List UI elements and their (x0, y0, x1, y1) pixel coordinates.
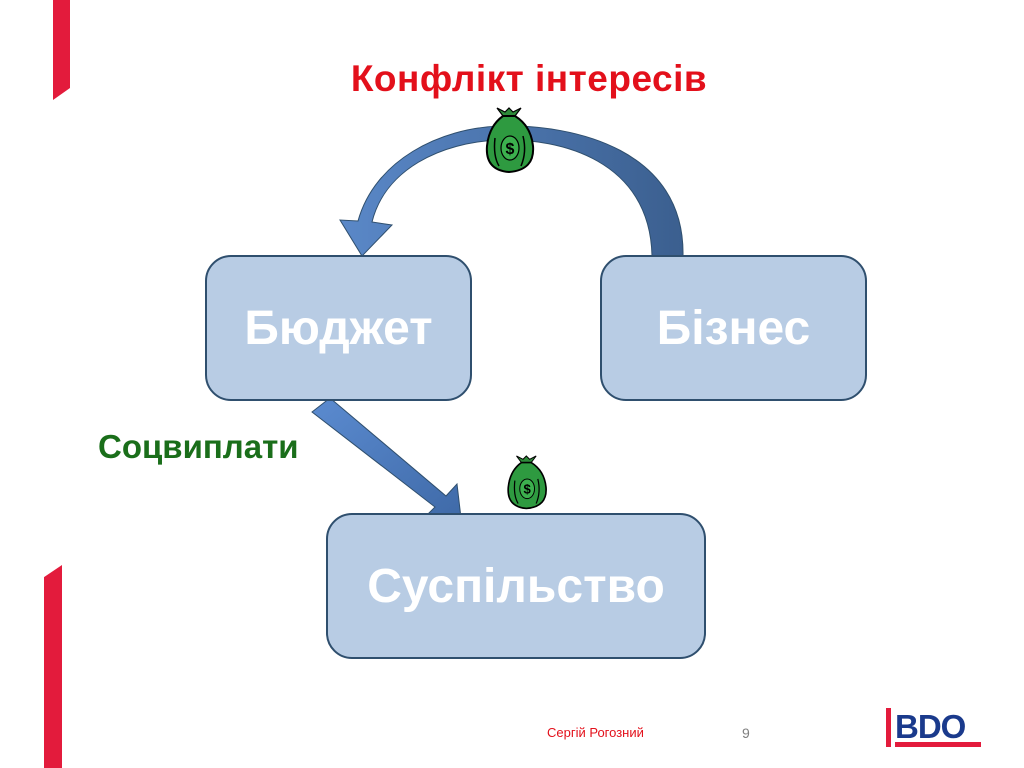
footer-author: Сергій Рогозний (547, 725, 644, 740)
node-budget: Бюджет (205, 255, 472, 401)
curved-arrow-business-to-budget (339, 125, 684, 257)
decorative-red-bar-bottom (44, 565, 62, 768)
logo-red-stroke (886, 708, 891, 747)
decorative-red-bar-top (53, 0, 70, 100)
node-society-label: Суспільство (367, 559, 665, 613)
logo-text: BDO (895, 708, 966, 745)
svg-text:$: $ (506, 141, 515, 158)
arrow-budget-to-society (311, 397, 462, 519)
money-bag-icon-top: $ (485, 107, 535, 174)
node-business: Бізнес (600, 255, 867, 401)
bdo-logo: BDO (883, 706, 983, 750)
slide-title: Конфлікт інтересів (350, 58, 708, 99)
svg-text:$: $ (523, 482, 531, 497)
node-society: Суспільство (326, 513, 706, 659)
logo-underline (895, 742, 981, 747)
node-business-label: Бізнес (656, 301, 811, 355)
edge-label-social-payments: Соцвиплати (98, 428, 299, 465)
money-bag-icon-bottom: $ (507, 455, 547, 510)
footer-page-number: 9 (742, 725, 750, 741)
node-budget-label: Бюджет (244, 301, 433, 355)
